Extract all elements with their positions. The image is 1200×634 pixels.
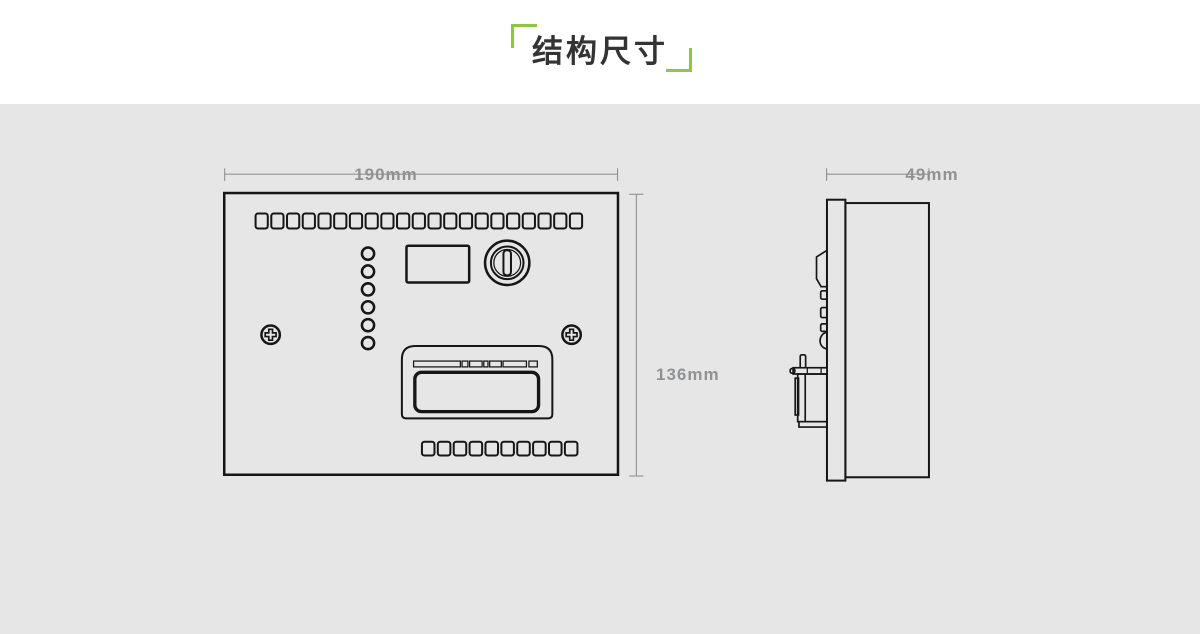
indicator-window xyxy=(301,212,316,230)
front-width-dimension-line xyxy=(224,168,619,181)
indicator-window xyxy=(364,212,379,230)
indicator-lamp xyxy=(360,317,376,333)
indicator-window xyxy=(286,212,301,230)
indicator-window xyxy=(532,440,547,457)
indicator-lamp xyxy=(360,282,376,297)
indicator-window xyxy=(516,440,531,457)
indicator-window xyxy=(553,212,568,230)
header: 结构尺寸 xyxy=(0,0,1200,104)
indicator-lamp xyxy=(360,246,376,261)
indicator-window xyxy=(436,440,452,457)
side-lock-cylinder xyxy=(815,249,828,288)
indicator-window xyxy=(563,440,579,457)
indicator-window xyxy=(506,212,521,230)
indicator-window xyxy=(484,440,500,457)
page-title: 结构尺寸 xyxy=(532,34,668,69)
indicator-window xyxy=(443,212,458,230)
front-width-label: 190mm xyxy=(354,165,418,184)
side-front-plate xyxy=(825,198,847,482)
card-slot-bezel xyxy=(400,345,554,420)
indicator-window xyxy=(380,212,395,230)
indicator-window xyxy=(452,440,468,457)
indicator-window xyxy=(490,212,505,230)
side-body-outline xyxy=(844,202,930,479)
indicator-window xyxy=(333,212,348,230)
display-window xyxy=(405,244,471,284)
indicator-window xyxy=(458,212,474,230)
indicator-lamp xyxy=(360,264,376,279)
title-bracket-bottom-right-icon xyxy=(666,48,692,72)
indicator-window xyxy=(420,440,436,457)
lock-keyway xyxy=(502,249,512,277)
front-height-label: 136mm xyxy=(656,365,720,384)
indicator-window xyxy=(521,212,536,230)
indicator-window xyxy=(568,212,584,230)
indicator-window xyxy=(500,440,515,457)
front-height-dimension-line xyxy=(629,193,644,477)
side-tab-1 xyxy=(819,290,827,301)
indicator-window xyxy=(537,212,552,230)
top-led-row xyxy=(254,212,584,230)
side-depth-dimension-line xyxy=(826,168,930,181)
lock-inner-ring xyxy=(493,248,522,277)
title-bracket-top-left-icon xyxy=(511,24,537,48)
side-card-reader-mechanism xyxy=(789,353,828,428)
card-slot-opening xyxy=(413,370,541,414)
side-tab-3 xyxy=(819,323,827,333)
indicator-window xyxy=(348,212,364,230)
lock-mid-ring xyxy=(489,245,525,281)
side-view xyxy=(789,198,930,482)
indicator-window xyxy=(427,212,442,230)
indicator-window xyxy=(396,212,411,230)
side-latch-bump xyxy=(819,331,828,350)
indicator-window xyxy=(270,212,285,230)
key-lock-icon xyxy=(483,239,531,287)
indicator-window xyxy=(254,212,269,230)
indicator-window xyxy=(317,212,332,230)
side-tab-2 xyxy=(819,306,827,319)
screw-left-icon xyxy=(260,324,282,346)
indicator-window xyxy=(474,212,489,230)
indicator-lamp xyxy=(360,335,376,351)
indicator-window xyxy=(548,440,563,457)
indicator-lamp xyxy=(360,299,376,315)
indicator-window xyxy=(468,440,484,457)
dimension-diagram xyxy=(222,168,930,482)
front-panel-outline xyxy=(222,191,620,477)
front-view xyxy=(222,191,620,477)
card-slot-assembly xyxy=(400,345,554,420)
left-indicator-column xyxy=(360,246,376,351)
diagram-area: 190mm 136mm 49mm xyxy=(0,104,1200,634)
screw-right-icon xyxy=(561,324,583,346)
card-slot-vent-strip xyxy=(412,360,538,368)
indicator-window xyxy=(411,212,426,230)
side-depth-label: 49mm xyxy=(905,165,959,184)
bottom-led-row xyxy=(420,440,579,457)
lock-outer-ring xyxy=(483,239,531,287)
